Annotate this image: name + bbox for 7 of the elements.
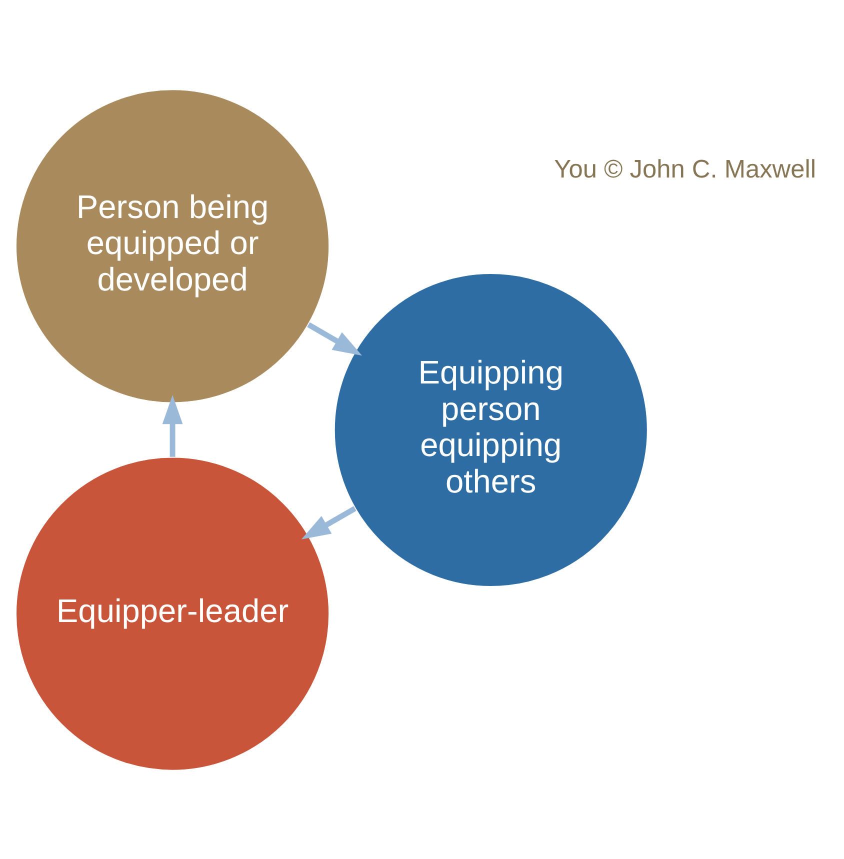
node-circle: Person being equipped or developed — [14, 88, 330, 404]
arrow — [307, 322, 362, 356]
node-circle: Equipper-leader — [14, 455, 330, 772]
label: You © John C. Maxwell — [554, 154, 816, 183]
arrow — [162, 394, 183, 456]
node-circle: Equipping person equipping others — [333, 272, 649, 588]
arrow — [301, 506, 356, 539]
